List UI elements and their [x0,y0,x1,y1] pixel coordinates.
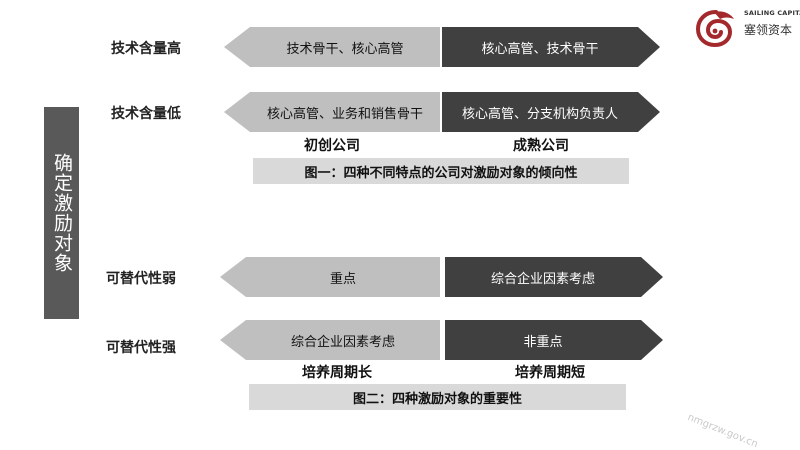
fig1-row2-right-arrow: 核心高管、分支机构负责人 [442,92,660,132]
sidebar-label-bar: 确定激励对象 [44,107,79,319]
fig2-row2-right-arrow: 非重点 [445,320,663,360]
fig1-row1-label: 技术含量高 [111,41,181,57]
fig2-row1-right-text: 综合企业因素考虑 [490,271,595,287]
fig1-row2-label: 技术含量低 [111,106,181,122]
fig1-row1-left-arrow: 技术骨干、核心高管 [224,27,440,67]
fig1-caption: 图一：四种不同特点的公司对激励对象的倾向性 [253,158,629,184]
logo-name-en: SAILING CAPITAL [744,9,800,17]
fig2-row1-left-arrow: 重点 [220,257,440,297]
fig1-row1-right-text: 核心高管、技术骨干 [481,41,599,57]
fig2-row1-label: 可替代性弱 [106,271,176,287]
fig2-row2-label: 可替代性强 [106,340,176,356]
fig1-col-left-label: 初创公司 [304,138,360,154]
fig2-col-left-label: 培养周期长 [302,365,372,381]
fig1-row2-left-arrow: 核心高管、业务和销售骨干 [224,92,440,132]
logo-name-cn: 塞领资本 [744,23,793,37]
fig1-col-right-label: 成熟公司 [513,138,569,154]
fig1-row2-left-text: 核心高管、业务和销售骨干 [266,106,423,122]
fig2-caption: 图二：四种激励对象的重要性 [249,384,626,410]
fig1-caption-text: 图一：四种不同特点的公司对激励对象的倾向性 [304,165,578,181]
fig2-caption-text: 图二：四种激励对象的重要性 [352,391,522,407]
sailing-capital-logo-icon [694,8,738,48]
watermark-text: nmgrzw.gov.cn [685,412,760,450]
fig1-row1-right-arrow: 核心高管、技术骨干 [442,27,660,67]
sidebar-label: 确定激励对象 [51,153,73,273]
fig1-row1-left-text: 技术骨干、核心高管 [286,41,404,57]
fig2-row2-left-text: 综合企业因素考虑 [290,334,395,350]
fig2-row2-left-arrow: 综合企业因素考虑 [220,320,440,360]
fig2-row2-right-text: 非重点 [523,334,563,350]
fig2-row1-left-text: 重点 [329,271,356,287]
fig2-row1-right-arrow: 综合企业因素考虑 [445,257,663,297]
fig2-col-right-label: 培养周期短 [515,365,585,381]
fig1-row2-right-text: 核心高管、分支机构负责人 [461,106,618,122]
